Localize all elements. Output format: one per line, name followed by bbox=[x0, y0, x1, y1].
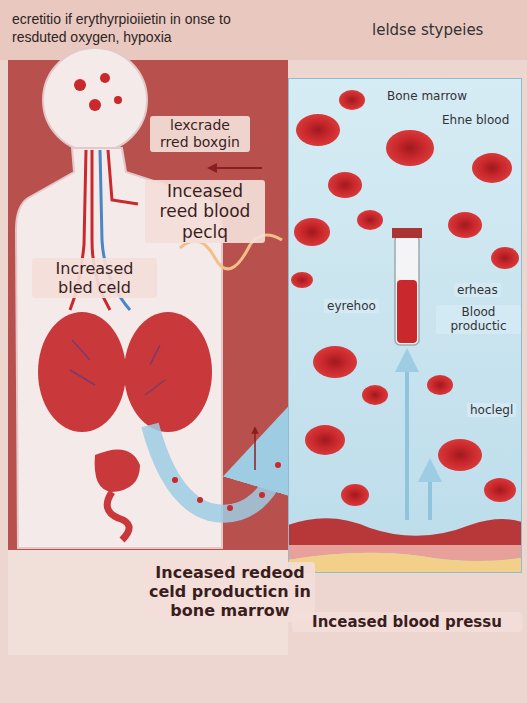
tissue-layers bbox=[288, 518, 522, 545]
tissue-layers bbox=[288, 553, 522, 573]
blood-flow-tube bbox=[150, 425, 290, 514]
stomach bbox=[107, 492, 129, 540]
lungs bbox=[38, 312, 126, 432]
red-blood-cells bbox=[305, 425, 345, 455]
human-figure bbox=[100, 73, 110, 83]
red-blood-cells bbox=[341, 484, 369, 506]
left-ground bbox=[8, 60, 288, 550]
arrow bbox=[254, 430, 256, 470]
panel-label: Blood productic bbox=[436, 305, 521, 334]
blue-arrows bbox=[407, 360, 430, 520]
panel-label: erheas bbox=[454, 283, 501, 297]
human-figure bbox=[89, 99, 101, 111]
callout-label: Inceased reed blood peclq bbox=[145, 180, 265, 243]
callout-label: lexcrade rred boxgin bbox=[150, 116, 250, 152]
tube-cells bbox=[197, 497, 203, 503]
human-figure bbox=[74, 79, 86, 91]
human-figure bbox=[114, 96, 122, 104]
lungs bbox=[70, 340, 165, 395]
tissue-layers bbox=[288, 518, 522, 573]
red-blood-cells bbox=[291, 90, 519, 506]
panel-label: hoclegl bbox=[467, 403, 516, 417]
lungs bbox=[38, 312, 212, 432]
red-blood-cells bbox=[472, 153, 512, 183]
title: ecretitio if erythyrpioiietin in onse to… bbox=[8, 8, 280, 48]
blue-arrows bbox=[405, 360, 409, 520]
lungs bbox=[124, 312, 212, 432]
vial bbox=[397, 280, 417, 343]
blue-arrows bbox=[428, 470, 432, 520]
panel-heading: leldse stypeies bbox=[369, 21, 486, 39]
tube-cells bbox=[259, 492, 265, 498]
callout-label: Increased bled celd bbox=[32, 258, 157, 298]
panel-label: eyrehoo bbox=[324, 299, 379, 313]
red-blood-cells bbox=[328, 172, 362, 198]
vial bbox=[392, 228, 422, 238]
red-blood-cells bbox=[386, 130, 434, 166]
stomach bbox=[95, 449, 140, 540]
red-blood-cells bbox=[294, 218, 330, 246]
stomach bbox=[95, 449, 140, 492]
blood-vessels bbox=[108, 150, 138, 204]
red-blood-cells bbox=[427, 375, 453, 395]
red-blood-cells bbox=[339, 90, 365, 110]
diagram-panel: leldse stypeiesBone marrowEhne bloodeyre… bbox=[288, 78, 522, 573]
red-blood-cells bbox=[362, 385, 388, 405]
vial bbox=[395, 235, 419, 345]
tube-cells bbox=[172, 462, 281, 511]
arrow bbox=[212, 167, 262, 169]
tube-cells bbox=[172, 477, 178, 483]
caption-label: Inceased blood pressu bbox=[292, 612, 522, 632]
panel-label: Bone marrow bbox=[384, 89, 470, 103]
red-blood-cells bbox=[491, 247, 519, 269]
red-blood-cells bbox=[438, 439, 482, 471]
red-blood-cells bbox=[448, 212, 482, 238]
red-blood-cells bbox=[357, 210, 383, 230]
red-blood-cells bbox=[484, 478, 516, 502]
red-blood-cells bbox=[291, 272, 313, 288]
human-figure bbox=[43, 48, 147, 152]
panel-label: Ehne blood bbox=[439, 113, 512, 127]
caption-label: Inceased redeod celd producticn in bone … bbox=[145, 562, 315, 622]
panel-ground bbox=[288, 78, 522, 573]
vial bbox=[392, 228, 422, 345]
red-blood-cells bbox=[296, 114, 340, 146]
red-blood-cells bbox=[313, 346, 357, 378]
tube-cells bbox=[275, 462, 281, 468]
tube-cells bbox=[227, 505, 233, 511]
